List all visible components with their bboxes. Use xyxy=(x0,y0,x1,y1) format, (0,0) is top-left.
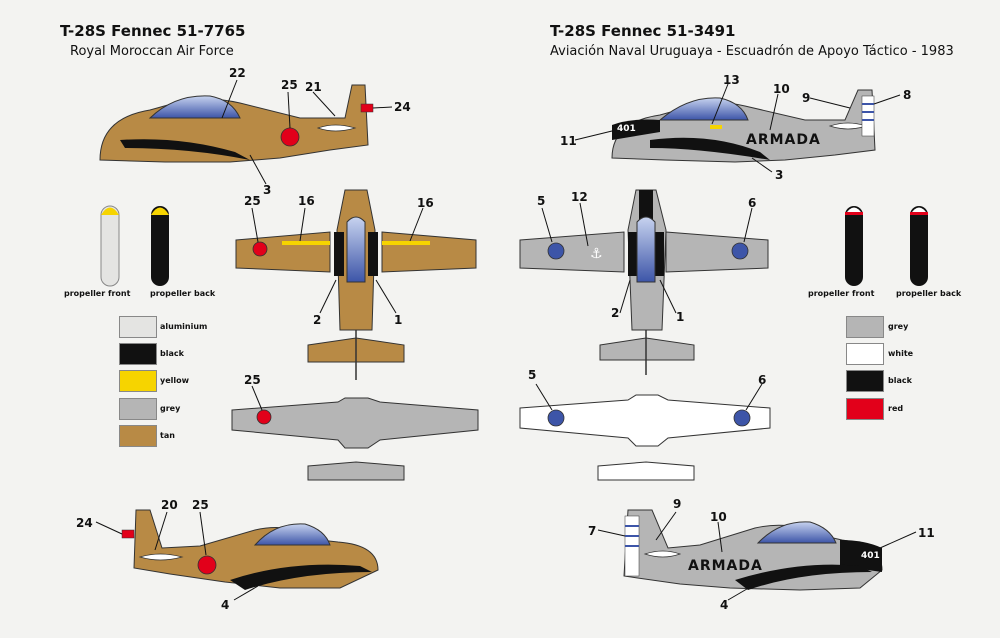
legend-swatch-white xyxy=(846,343,884,365)
callout-number: 9 xyxy=(802,91,811,105)
callout-number: 4 xyxy=(720,598,729,612)
left-plan-bottom xyxy=(231,397,479,481)
callout-number: 25 xyxy=(281,78,298,92)
callout-number: 6 xyxy=(758,373,767,387)
legend-label: black xyxy=(160,349,184,358)
legend-swatch-tan xyxy=(119,425,157,447)
callout-number: 6 xyxy=(748,196,757,210)
callout-number: 10 xyxy=(710,510,727,524)
right-prop-back-label: propeller back xyxy=(896,289,962,298)
fuselage-text-top: ARMADA xyxy=(746,132,821,148)
legend-swatch-yellow xyxy=(119,370,157,392)
left-plan-top xyxy=(235,189,477,380)
callout-number: 10 xyxy=(773,82,790,96)
leader-lines xyxy=(95,79,917,601)
left-prop-front-label: propeller front xyxy=(64,289,131,298)
callout-number: 25 xyxy=(192,498,209,512)
callout-number: 1 xyxy=(676,310,685,324)
callout-number: 11 xyxy=(560,134,577,148)
callout-number: 2 xyxy=(611,306,620,320)
callout-number: 25 xyxy=(244,373,261,387)
left-subtitle: Royal Moroccan Air Force xyxy=(70,44,234,59)
right-profile-bottom xyxy=(623,509,883,591)
callout-number: 5 xyxy=(528,368,537,382)
legend-swatch-grey xyxy=(119,398,157,420)
legend-label: yellow xyxy=(160,376,190,385)
callout-number: 7 xyxy=(588,524,597,538)
legend-label: red xyxy=(888,404,904,413)
tail-number-top: 401 xyxy=(617,124,636,134)
right-prop-front-label: propeller front xyxy=(808,289,875,298)
callout-number: 3 xyxy=(775,168,784,182)
left-propellers xyxy=(100,205,169,287)
callout-number: 8 xyxy=(903,88,912,102)
left-profile-top xyxy=(99,84,374,163)
left-prop-back-label: propeller back xyxy=(150,289,216,298)
callout-number: 22 xyxy=(229,66,246,80)
right-propellers xyxy=(845,206,928,286)
callout-number: 25 xyxy=(244,194,261,208)
callout-number: 16 xyxy=(298,194,315,208)
callout-number: 24 xyxy=(76,516,93,530)
callout-number: 2 xyxy=(313,313,322,327)
svg-text:⚓: ⚓ xyxy=(590,246,603,262)
legend-label: tan xyxy=(160,431,175,440)
fuselage-text-bottom: ARMADA xyxy=(688,558,763,574)
legend-swatch-grey xyxy=(846,316,884,338)
callout-number: 4 xyxy=(221,598,230,612)
left-profile-bottom xyxy=(121,509,379,590)
callout-number: 11 xyxy=(918,526,935,540)
right-plan-top: ⚓ xyxy=(519,189,769,375)
callout-number: 3 xyxy=(263,183,272,197)
legend-swatch-red xyxy=(846,398,884,420)
callout-number: 12 xyxy=(571,190,588,204)
legend-label: aluminium xyxy=(160,322,208,331)
callout-number: 5 xyxy=(537,194,546,208)
left-title: T-28S Fennec 51-7765 xyxy=(60,22,246,40)
right-subtitle: Aviación Naval Uruguaya - Escuadrón de A… xyxy=(550,44,954,59)
callout-number: 13 xyxy=(723,73,740,87)
callout-number: 24 xyxy=(394,100,411,114)
legend-swatch-aluminium xyxy=(119,316,157,338)
right-plan-bottom xyxy=(519,394,771,481)
legend-swatch-black xyxy=(119,343,157,365)
legend-label: black xyxy=(888,376,912,385)
callout-number: 1 xyxy=(394,313,403,327)
legend-label: white xyxy=(888,349,914,358)
legend-label: grey xyxy=(888,322,909,331)
right-title: T-28S Fennec 51-3491 xyxy=(550,22,736,40)
right-profile-top xyxy=(611,89,876,163)
legend-label: grey xyxy=(160,404,181,413)
callout-number: 21 xyxy=(305,80,322,94)
legend-swatch-black xyxy=(846,370,884,392)
callout-number: 16 xyxy=(417,196,434,210)
callout-number: 9 xyxy=(673,497,682,511)
tail-number-bottom: 401 xyxy=(861,551,880,561)
callout-number: 20 xyxy=(161,498,178,512)
